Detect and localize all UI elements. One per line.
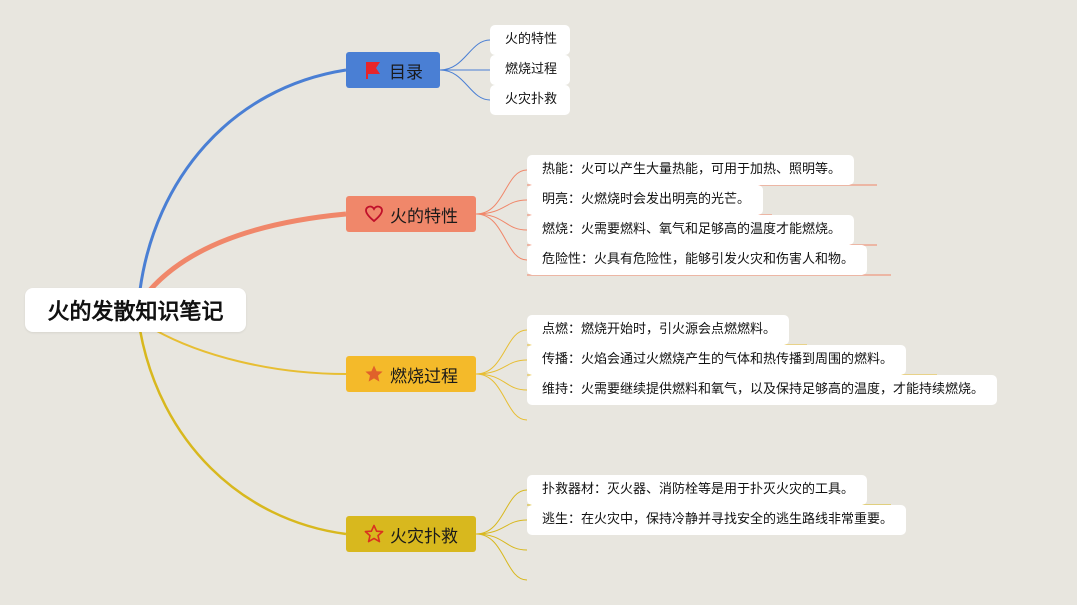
star-icon [364,364,384,384]
leaf-node[interactable]: 点燃：燃烧开始时，引火源会点燃燃料。 [527,315,790,345]
leaf-node[interactable]: 燃烧过程 [490,55,571,85]
leaf-node[interactable]: 热能：火可以产生大量热能，可用于加热、照明等。 [527,155,855,185]
flag-icon [363,60,383,80]
branch-catalog[interactable]: 目录 [346,52,440,88]
branch-fire-properties[interactable]: 火的特性 [346,196,476,232]
branch-label: 目录 [389,62,423,83]
leaf-node[interactable]: 燃烧：火需要燃料、氧气和足够高的温度才能燃烧。 [527,215,855,245]
leaf-node[interactable]: 火的特性 [490,25,571,55]
leaf-node[interactable]: 逃生：在火灾中，保持冷静并寻找安全的逃生路线非常重要。 [527,505,907,535]
leaf-node[interactable]: 明亮：火燃烧时会发出明亮的光芒。 [527,185,764,215]
leaf-node[interactable]: 扑救器材：灭火器、消防栓等是用于扑灭火灾的工具。 [527,475,868,505]
heart-icon [364,204,384,224]
branch-fire-fighting[interactable]: 火灾扑救 [346,516,476,552]
leaf-node[interactable]: 维持：火需要继续提供燃料和氧气，以及保持足够高的温度，才能持续燃烧。 [527,375,998,405]
branch-label: 火的特性 [390,206,458,227]
star-outline-icon [364,524,384,544]
root-topic[interactable]: 火的发散知识笔记 [25,288,246,332]
branch-label: 火灾扑救 [390,526,458,547]
leaf-node[interactable]: 火灾扑救 [490,85,571,115]
leaf-node[interactable]: 传播：火焰会通过火燃烧产生的气体和热传播到周围的燃料。 [527,345,907,375]
branch-combustion-process[interactable]: 燃烧过程 [346,356,476,392]
leaf-node[interactable]: 危险性：火具有危险性，能够引发火灾和伤害人和物。 [527,245,868,275]
branch-label: 燃烧过程 [390,366,458,387]
